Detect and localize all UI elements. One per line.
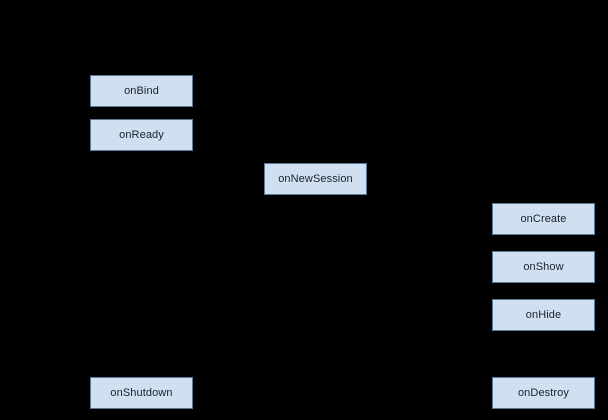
node-label-on-create: onCreate — [520, 212, 567, 225]
node-on-destroy[interactable]: onDestroy — [492, 377, 595, 409]
node-label-on-new-session: onNewSession — [278, 172, 353, 185]
node-label-on-ready: onReady — [119, 128, 164, 141]
node-label-on-show: onShow — [523, 260, 564, 273]
node-on-ready[interactable]: onReady — [90, 119, 193, 151]
node-label-on-destroy: onDestroy — [517, 386, 570, 399]
node-on-create[interactable]: onCreate — [492, 203, 595, 235]
node-on-show[interactable]: onShow — [492, 251, 595, 283]
node-label-on-shutdown: onShutdown — [110, 386, 173, 399]
node-label-on-bind: onBind — [124, 84, 159, 97]
node-on-new-session[interactable]: onNewSession — [264, 163, 367, 195]
node-on-bind[interactable]: onBind — [90, 75, 193, 107]
node-on-hide[interactable]: onHide — [492, 299, 595, 331]
node-on-shutdown[interactable]: onShutdown — [90, 377, 193, 409]
node-label-on-hide: onHide — [525, 308, 562, 321]
